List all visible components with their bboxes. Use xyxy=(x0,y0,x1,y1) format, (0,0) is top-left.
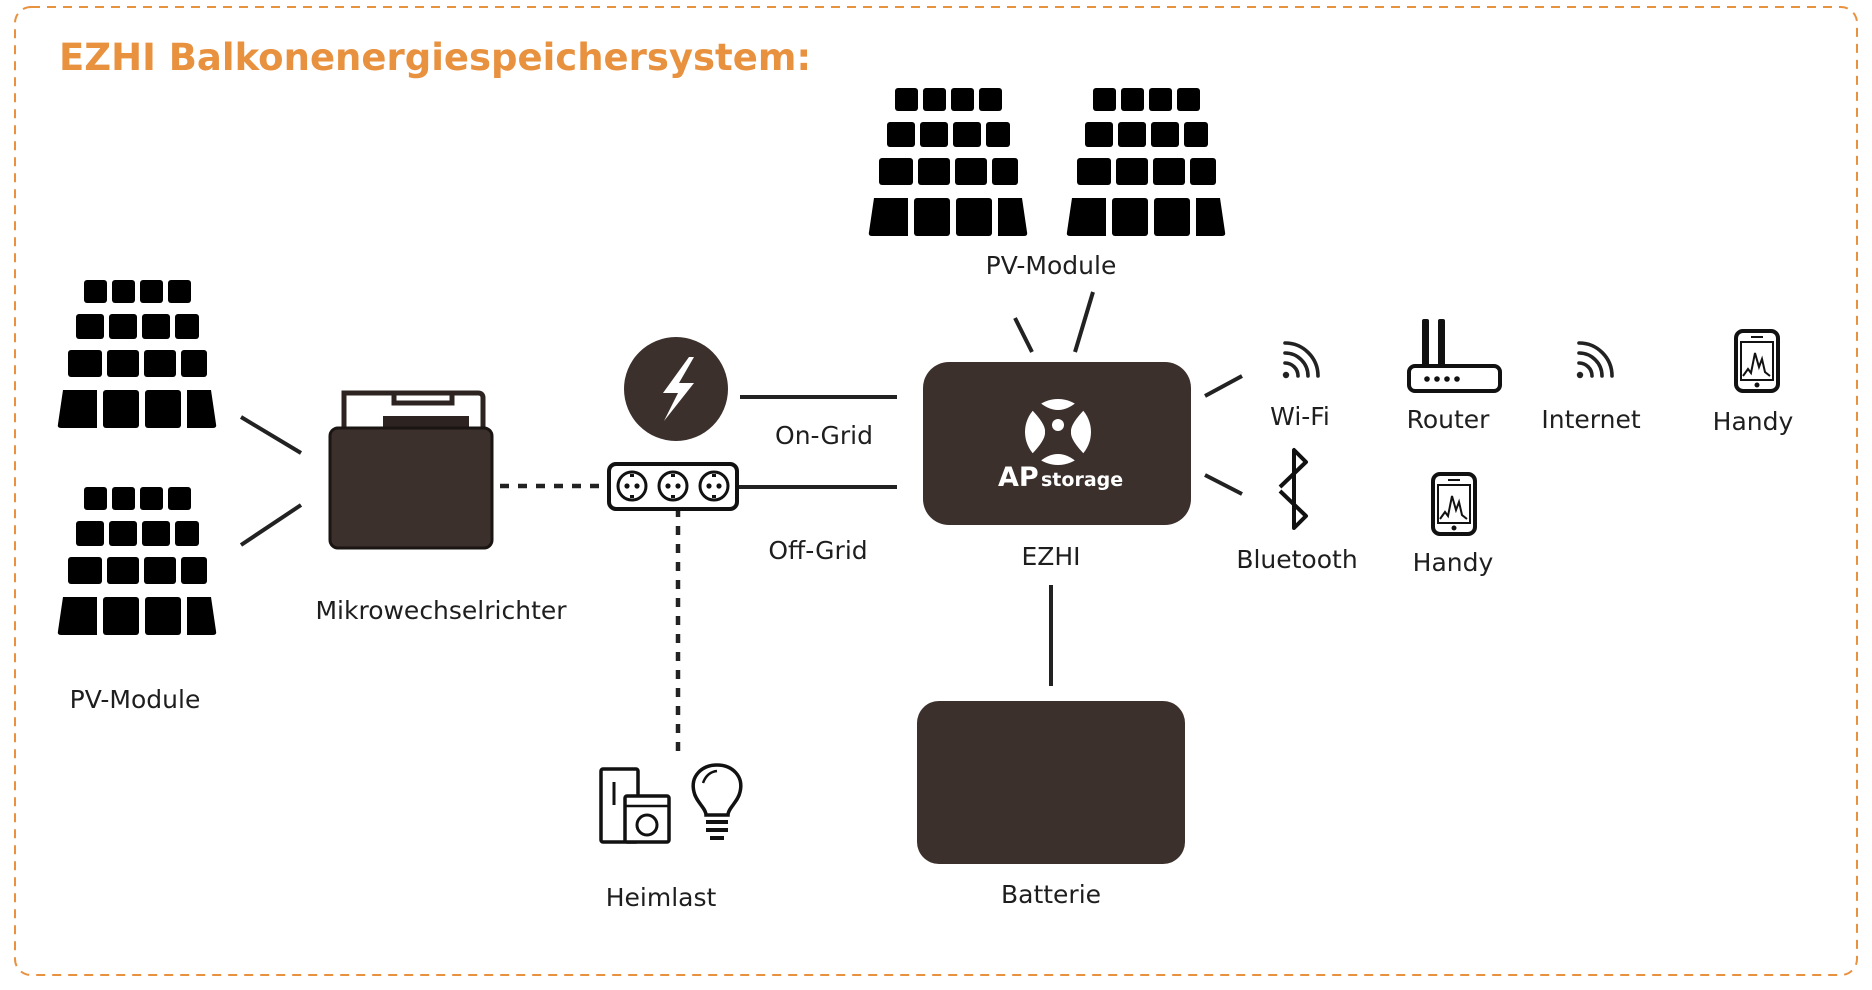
ezhi-device: AP storage xyxy=(923,362,1191,525)
pv-module-left-label: PV-Module xyxy=(69,685,201,714)
lightning-bolt-icon xyxy=(624,337,728,441)
line-pv2-inverter xyxy=(239,503,303,547)
wifi-icon xyxy=(1575,341,1614,381)
power-strip-icon xyxy=(607,462,739,511)
dashed-frame xyxy=(14,6,1858,976)
router-label: Router xyxy=(1406,405,1490,434)
handy-label-bottom: Handy xyxy=(1412,548,1494,577)
line-ezhi-bluetooth xyxy=(1204,473,1243,496)
ezhi-brand-ap: AP xyxy=(998,462,1039,493)
apstorage-logo-icon xyxy=(1025,399,1091,465)
ezhi-label: EZHI xyxy=(1021,542,1081,571)
battery-label: Batterie xyxy=(1000,880,1102,909)
router-icon xyxy=(1407,319,1502,393)
smartphone-icon xyxy=(1431,472,1477,536)
home-load-label: Heimlast xyxy=(605,883,717,912)
wifi-icon xyxy=(1281,341,1320,381)
solar-panel-icon xyxy=(57,487,217,635)
wifi-label: Wi-Fi xyxy=(1270,402,1330,431)
connection-lines xyxy=(239,291,1243,686)
internet-label: Internet xyxy=(1541,405,1641,434)
ezhi-brand-storage: storage xyxy=(1041,469,1123,491)
line-pv1-inverter xyxy=(239,415,303,455)
diagram-title: EZHI Balkonenergiespeichersystem: xyxy=(59,36,812,79)
bluetooth-icon xyxy=(1278,448,1308,530)
off-grid-label: Off-Grid xyxy=(768,536,868,565)
line-ezhi-wifi xyxy=(1204,374,1243,398)
light-bulb-icon xyxy=(691,763,743,840)
handy-label-top: Handy xyxy=(1712,407,1794,436)
solar-panel-icon xyxy=(868,88,1028,236)
battery-device xyxy=(917,701,1185,864)
dashed-lines xyxy=(500,483,681,752)
micro-inverter-device xyxy=(328,390,494,550)
smartphone-icon xyxy=(1734,329,1780,393)
line-pv-top-left xyxy=(1013,317,1034,353)
solar-panel-icon xyxy=(1066,88,1226,236)
pv-module-top-label: PV-Module xyxy=(985,251,1117,280)
line-pv-top-right xyxy=(1073,291,1095,353)
solar-panel-icon xyxy=(57,280,217,428)
on-grid-label: On-Grid xyxy=(775,421,873,450)
micro-inverter-label: Mikrowechselrichter xyxy=(315,596,567,625)
bluetooth-label: Bluetooth xyxy=(1236,545,1358,574)
washing-machine-icon xyxy=(599,767,671,844)
